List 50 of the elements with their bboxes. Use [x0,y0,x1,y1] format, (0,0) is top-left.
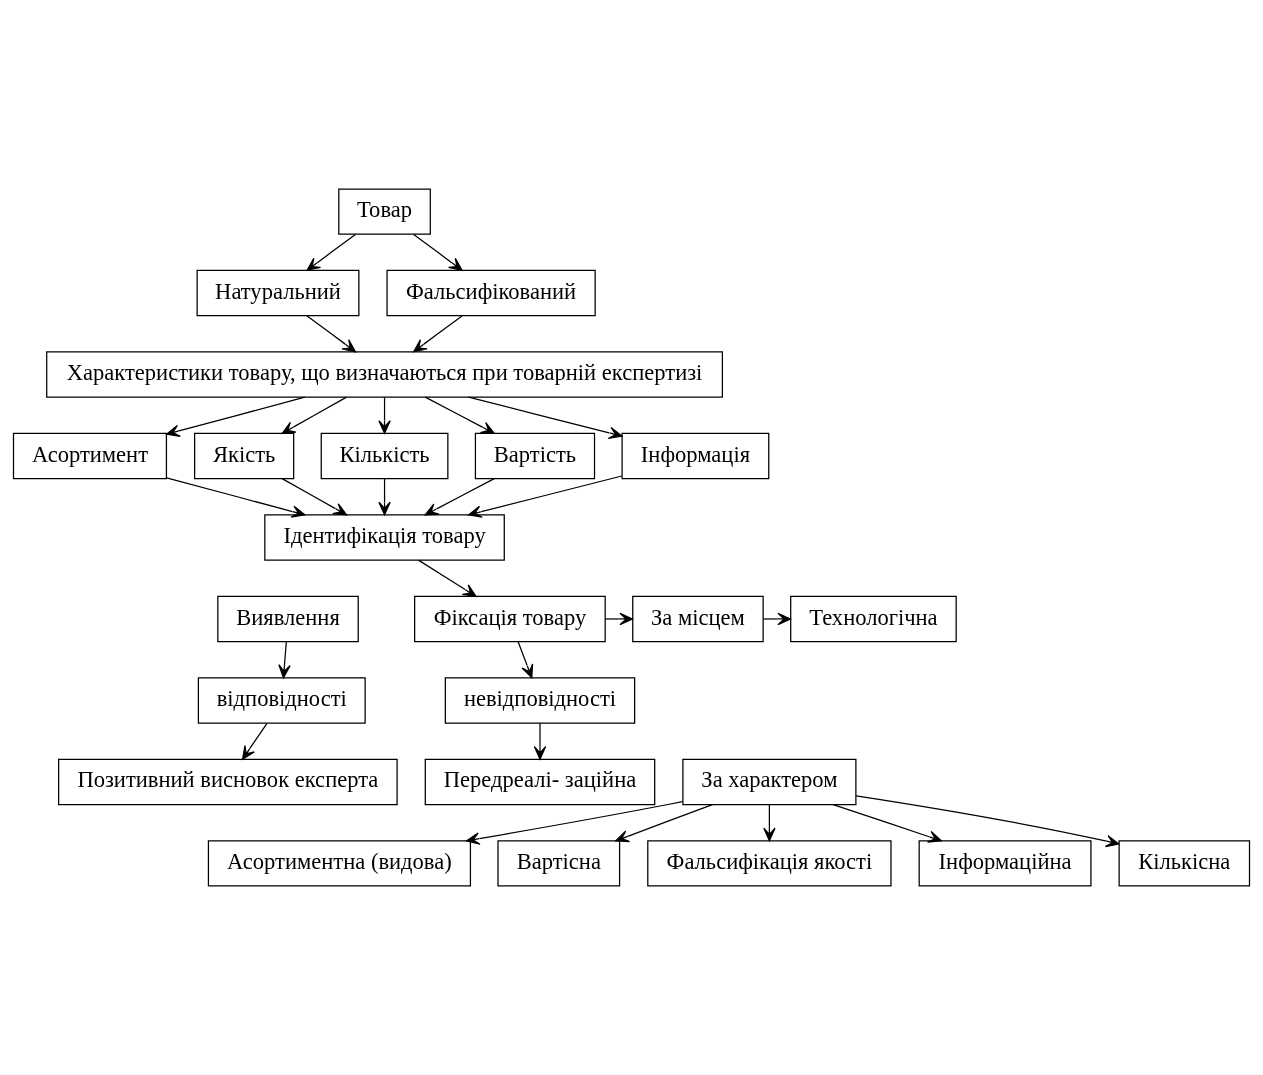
arrow [762,612,792,626]
arrow [241,722,268,760]
arrow [763,804,776,842]
node-box: Інформація [621,432,770,480]
arrow [165,477,306,518]
node-box: Передреалі- заційна [424,758,656,806]
arrow [306,315,357,353]
node-box: Фальсифікація якості [647,840,892,887]
node-box: Позитивний висновок експерта [58,758,398,806]
arrow [424,478,495,516]
node-box: Інформаційна [918,840,1092,887]
arrow [615,803,714,843]
node-box: Ідентифікація товару [264,514,505,561]
arrow [417,559,477,597]
node-box: Характеристики товару, що визначаються при товарній експертизі [46,351,723,398]
node-box: відповідності [197,677,366,724]
node-box: За місцем [632,595,764,643]
node-box: Фальсифікований [386,269,596,317]
arrow [166,396,306,438]
arrow [413,315,463,353]
arrow [424,396,495,434]
node-box: Якість [194,432,295,480]
arrow [378,478,391,516]
node-box: Товар [338,188,431,235]
node-box: Виявлення [217,595,359,643]
node-box: Кількість [320,432,449,480]
arrow [278,641,291,679]
arrow [413,233,463,271]
node-box: Асортиментна (видова) [207,840,472,887]
node-box: Асортимент [12,432,168,480]
arrow [517,641,534,679]
node-box: Вартісна [497,840,621,887]
arrow [468,475,623,518]
arrow [604,612,634,626]
arrow [378,396,391,434]
arrow [306,233,357,271]
arrow [281,396,348,434]
arrow [281,478,348,516]
node-box: Вартість [474,432,596,480]
node-box: Кількісна [1118,840,1251,887]
arrow [466,801,684,845]
node-box: Технологічна [790,595,957,643]
node-box: Натуральний [196,269,360,317]
arrow [832,803,942,843]
node-box: За характером [682,758,857,806]
arrow [468,396,623,440]
node-box: Фіксація товару [414,595,606,643]
arrow [855,795,1120,848]
node-box: невідповідності [444,677,636,724]
arrow [533,722,547,760]
